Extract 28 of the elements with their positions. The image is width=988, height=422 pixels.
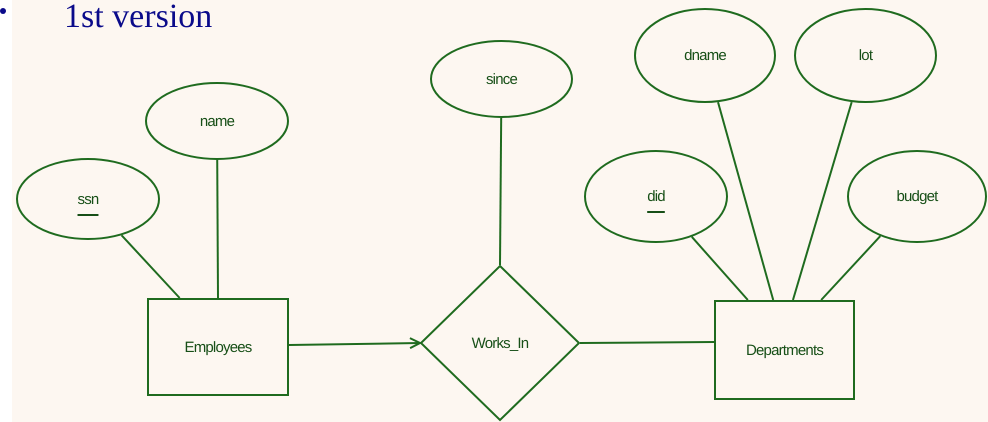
attribute-ellipse	[145, 82, 289, 160]
node-label: Employees	[184, 338, 252, 356]
node-label: since	[486, 70, 518, 88]
connector-line	[820, 235, 882, 301]
attribute-ellipse	[634, 8, 776, 103]
node-label: name	[200, 112, 234, 130]
node-label: budget	[896, 188, 938, 205]
title: 1st version	[64, 0, 212, 36]
connector-line	[580, 341, 714, 344]
attribute-ellipse	[847, 150, 987, 243]
arrow	[288, 337, 421, 350]
entity-box	[147, 298, 289, 396]
connector-line	[120, 234, 180, 299]
connector-line	[691, 236, 749, 301]
connector-line	[499, 118, 502, 265]
node-label: dname	[684, 47, 726, 64]
connector-line	[792, 102, 853, 300]
connector-line	[216, 160, 219, 298]
attribute-ellipse	[794, 8, 937, 103]
node-label: Works_In	[472, 334, 528, 352]
node-label: Departments	[746, 342, 824, 358]
relationship-diamond	[420, 265, 580, 421]
attribute-ellipse	[430, 40, 573, 118]
entity-box	[714, 300, 855, 400]
attribute-ellipse	[584, 150, 728, 243]
connector-line	[717, 102, 774, 300]
attribute-ellipse	[16, 158, 160, 240]
node-label: lot	[858, 47, 872, 64]
